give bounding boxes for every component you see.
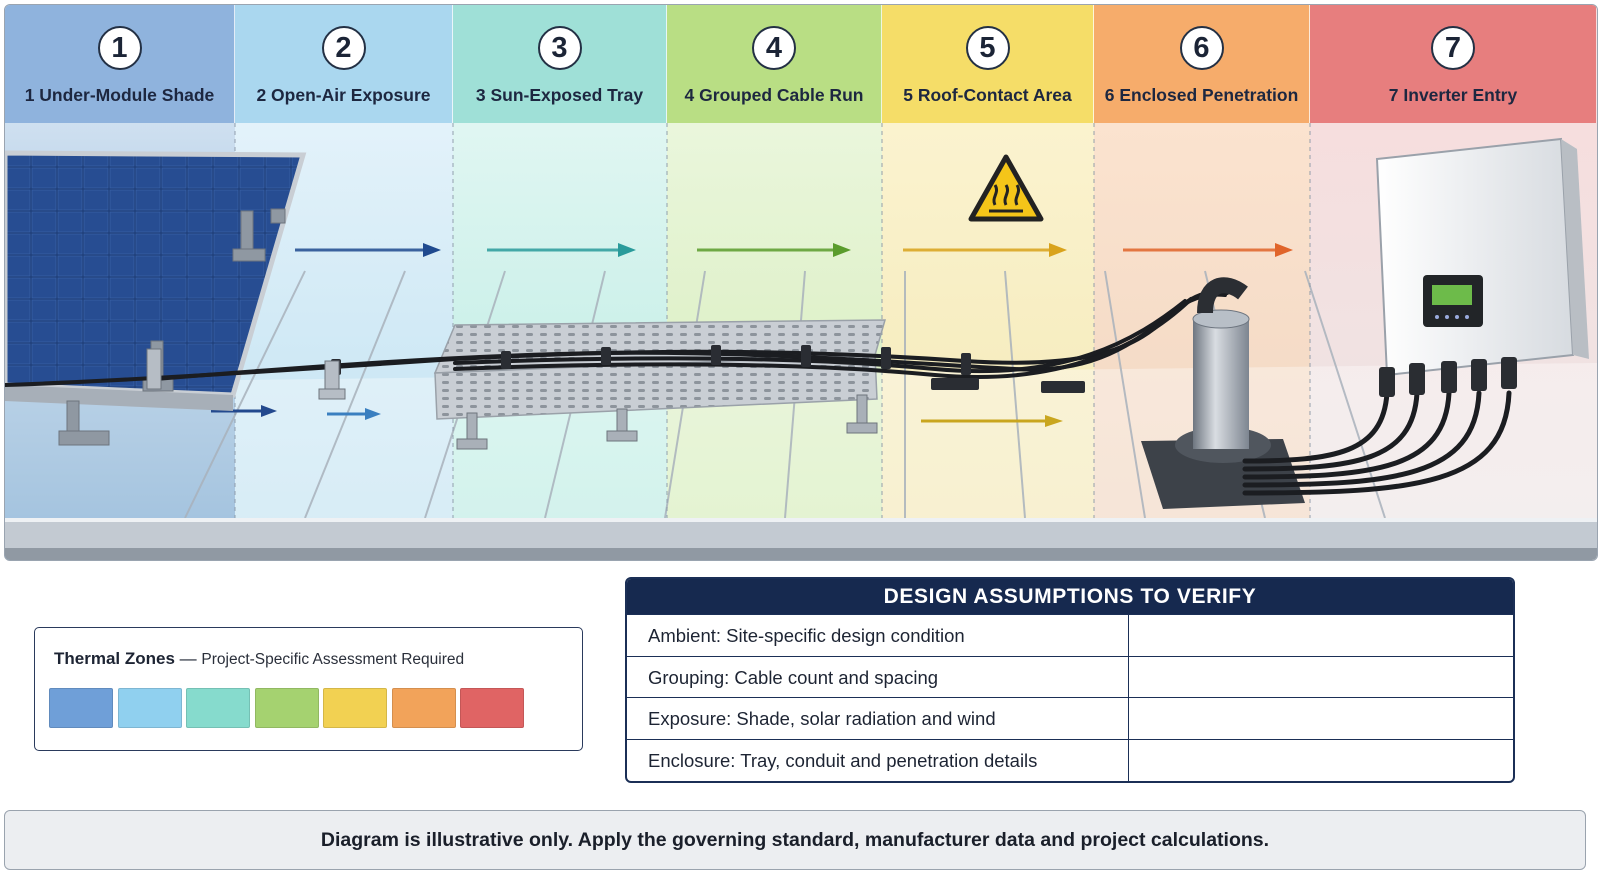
legend-swatch-zone-5 xyxy=(323,688,387,728)
legend-swatch-zone-7 xyxy=(460,688,524,728)
flow-arrow-zone-4 xyxy=(697,243,851,257)
zone-4-label: 4 Grouped Cable Run xyxy=(684,85,864,105)
flow-arrow-zone-5 xyxy=(903,243,1067,257)
legend-title: Thermal Zones — Project-Specific Assessm… xyxy=(54,649,464,669)
zone-2-label: 2 Open-Air Exposure xyxy=(256,85,431,105)
flow-arrow-low-5 xyxy=(921,415,1063,427)
assumption-text: Ambient: Site-specific design condition xyxy=(627,615,1129,656)
legend-swatch-zone-6 xyxy=(391,688,456,728)
assumption-value-cell xyxy=(1129,740,1513,781)
design-assumptions-table: DESIGN ASSUMPTIONS TO VERIFY Ambient: Si… xyxy=(625,577,1515,783)
zone-2-number-badge: 2 xyxy=(321,26,366,70)
inverter xyxy=(1375,137,1589,397)
flow-arrow-low-1 xyxy=(211,405,277,417)
zone-1-label: 1 Under-Module Shade xyxy=(24,85,215,105)
legend-swatch-zone-2 xyxy=(117,688,182,728)
cable-run xyxy=(5,290,1229,387)
flow-arrows xyxy=(211,243,1293,427)
zone-6-header: 6 6 Enclosed Penetration xyxy=(1094,5,1310,123)
zone-7-label: 7 Inverter Entry xyxy=(1388,85,1518,105)
assumption-row: Grouping: Cable count and spacing xyxy=(627,655,1513,698)
assumption-row: Exposure: Shade, solar radiation and win… xyxy=(627,697,1513,739)
legend-swatch-zone-3 xyxy=(186,688,250,728)
assumption-value-cell xyxy=(1129,615,1513,656)
diagram-panel: 1 1 Under-Module Shade 2 2 Open-Air Exposur… xyxy=(4,4,1598,561)
zone-header: 1 1 Under-Module Shade 2 2 Open-Air Exposur… xyxy=(5,5,1597,123)
legend-swatch-zone-4 xyxy=(254,688,319,728)
assumptions-title: DESIGN ASSUMPTIONS TO VERIFY xyxy=(627,579,1513,614)
zone-4-header: 4 4 Grouped Cable Run xyxy=(667,5,882,123)
assumption-value-cell xyxy=(1129,657,1513,698)
flow-arrow-low-2 xyxy=(327,408,381,420)
assumption-row: Enclosure: Tray, conduit and penetration… xyxy=(627,738,1513,781)
zone-7-header: 7 7 Inverter Entry xyxy=(1310,5,1597,123)
legend-title-main: Thermal Zones xyxy=(54,649,175,668)
flow-arrow-zone-6 xyxy=(1123,243,1293,257)
legend-title-dash: — xyxy=(179,649,197,668)
legend-swatch-zone-1 xyxy=(49,688,113,728)
assumption-text: Exposure: Shade, solar radiation and win… xyxy=(627,698,1129,739)
zone-2-header: 2 2 Open-Air Exposure xyxy=(235,5,453,123)
warning-hot-surface-icon xyxy=(968,154,1044,222)
assumption-value-cell xyxy=(1129,698,1513,739)
assumption-text: Grouping: Cable count and spacing xyxy=(627,656,1129,698)
inverter-cables xyxy=(1242,390,1512,496)
zone-4-number-badge: 4 xyxy=(752,26,796,70)
zone-5-header: 5 5 Roof-Contact Area xyxy=(882,5,1094,123)
zone-6-number-badge: 6 xyxy=(1179,26,1224,70)
zone-5-number-badge: 5 xyxy=(965,26,1010,70)
legend-title-subtitle: Project-Specific Assessment Required xyxy=(201,651,465,668)
flow-arrow-zone-2 xyxy=(295,243,441,257)
zone-3-header: 3 3 Sun-Exposed Tray xyxy=(453,5,667,123)
zone-5-label: 5 Roof-Contact Area xyxy=(903,85,1072,105)
zone-3-label: 3 Sun-Exposed Tray xyxy=(475,85,644,105)
zone-6-label: 6 Enclosed Penetration xyxy=(1104,85,1299,105)
zone-7-number-badge: 7 xyxy=(1431,26,1475,70)
solar-panel xyxy=(5,150,307,446)
assumption-text: Enclosure: Tray, conduit and penetration… xyxy=(627,739,1129,781)
zone-1-header: 1 1 Under-Module Shade xyxy=(5,5,235,123)
roof-scene xyxy=(5,123,1597,560)
thermal-zones-legend: Thermal Zones — Project-Specific Assessm… xyxy=(34,627,583,751)
flow-arrow-zone-3 xyxy=(487,243,636,257)
zone-3-number-badge: 3 xyxy=(537,26,582,70)
zone-1-number-badge: 1 xyxy=(97,26,142,70)
assumption-row: Ambient: Site-specific design condition xyxy=(627,614,1513,656)
disclaimer-footer: Diagram is illustrative only. Apply the … xyxy=(4,810,1586,870)
